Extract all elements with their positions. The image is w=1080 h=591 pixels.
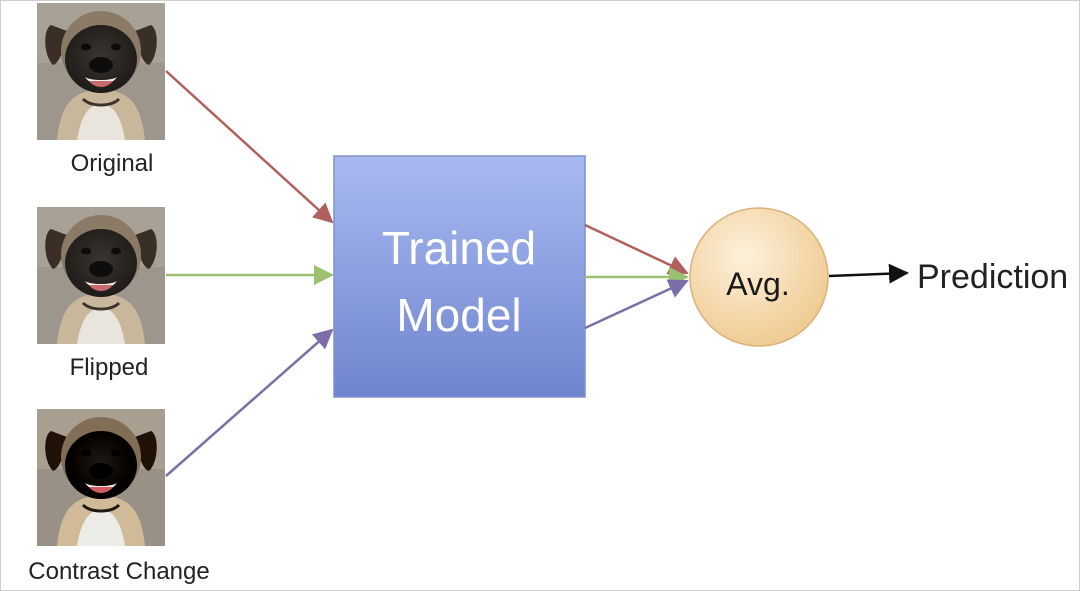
input-label-flipped: Flipped (70, 354, 149, 381)
input-image-original (37, 3, 165, 140)
arrow-right-icon (828, 263, 909, 284)
arrow-model-to-avg-contrast (584, 279, 689, 330)
model-label-line1: Trained (382, 222, 536, 274)
average-node: Avg. (689, 207, 829, 347)
input-label-original: Original (71, 150, 154, 177)
dog-photo-icon (37, 207, 165, 344)
dog-photo-icon (37, 3, 165, 140)
input-image-contrast (37, 409, 165, 546)
dog-photo-icon (37, 409, 165, 546)
arrow-original-to-model (165, 70, 334, 224)
average-label: Avg. (726, 266, 789, 302)
trained-model-box: Trained Model (333, 155, 586, 398)
input-label-contrast: Contrast Change (28, 558, 209, 585)
input-image-flipped (37, 207, 165, 344)
model-label-line2: Model (396, 289, 521, 341)
arrow-model-to-avg-original (584, 223, 689, 275)
arrow-contrast-to-model (165, 328, 334, 477)
prediction-label: Prediction (917, 258, 1068, 296)
